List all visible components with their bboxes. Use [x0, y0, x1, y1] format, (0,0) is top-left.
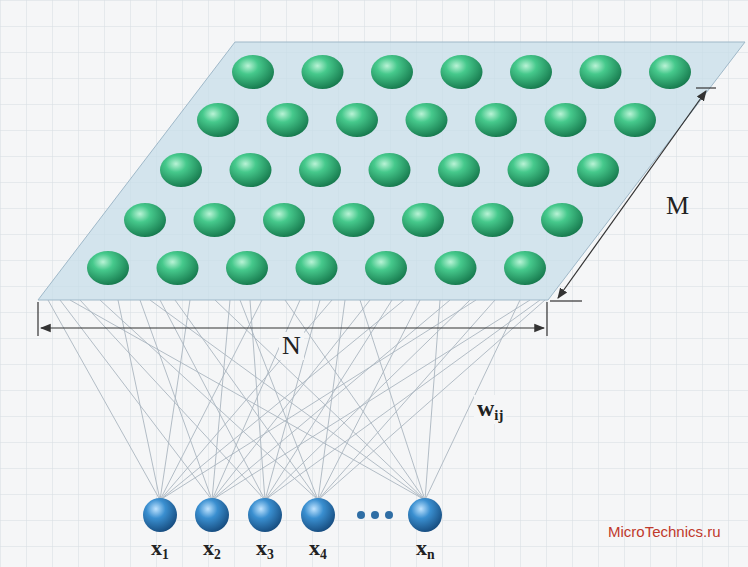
weight-lines	[48, 300, 545, 500]
output-neuron	[87, 251, 129, 285]
dimension-label: N	[279, 332, 304, 360]
m-dimension	[550, 88, 716, 301]
output-neuron	[371, 55, 413, 89]
output-neuron	[435, 251, 477, 285]
output-neuron	[577, 153, 619, 187]
output-neuron	[504, 251, 546, 285]
output-neurons	[87, 55, 691, 285]
output-neuron	[438, 153, 480, 187]
output-neuron	[406, 103, 448, 137]
input-label: x4	[309, 537, 327, 562]
output-neuron	[333, 203, 375, 237]
output-neuron	[197, 103, 239, 137]
output-neuron	[124, 203, 166, 237]
output-neuron	[232, 55, 274, 89]
output-neuron	[508, 153, 550, 187]
input-label: x1	[151, 537, 169, 562]
output-neuron	[230, 153, 272, 187]
output-neuron	[263, 203, 305, 237]
kohonen-plane	[38, 42, 745, 300]
input-label: xn	[416, 537, 435, 562]
output-neuron	[365, 251, 407, 285]
output-neuron	[472, 203, 514, 237]
output-neuron	[160, 153, 202, 187]
output-neuron	[267, 103, 309, 137]
watermark: MicroTechnics.ru	[608, 524, 721, 539]
output-neuron	[226, 251, 268, 285]
input-neurons	[143, 498, 442, 532]
output-neuron	[299, 153, 341, 187]
dimension-label: M	[666, 193, 689, 219]
weight-label: wij	[474, 395, 506, 424]
input-label: x2	[203, 537, 221, 562]
output-neuron	[510, 55, 552, 89]
output-neuron	[336, 103, 378, 137]
output-neuron	[475, 103, 517, 137]
output-neuron	[402, 203, 444, 237]
output-neuron	[541, 203, 583, 237]
output-neuron	[369, 153, 411, 187]
output-neuron	[580, 55, 622, 89]
output-neuron	[649, 55, 691, 89]
output-neuron	[545, 103, 587, 137]
n-dimension	[38, 302, 547, 336]
output-neuron	[157, 251, 199, 285]
output-neuron	[194, 203, 236, 237]
output-neuron	[296, 251, 338, 285]
output-neuron	[302, 55, 344, 89]
input-label: x3	[256, 537, 274, 562]
output-neuron	[614, 103, 656, 137]
output-neuron	[441, 55, 483, 89]
